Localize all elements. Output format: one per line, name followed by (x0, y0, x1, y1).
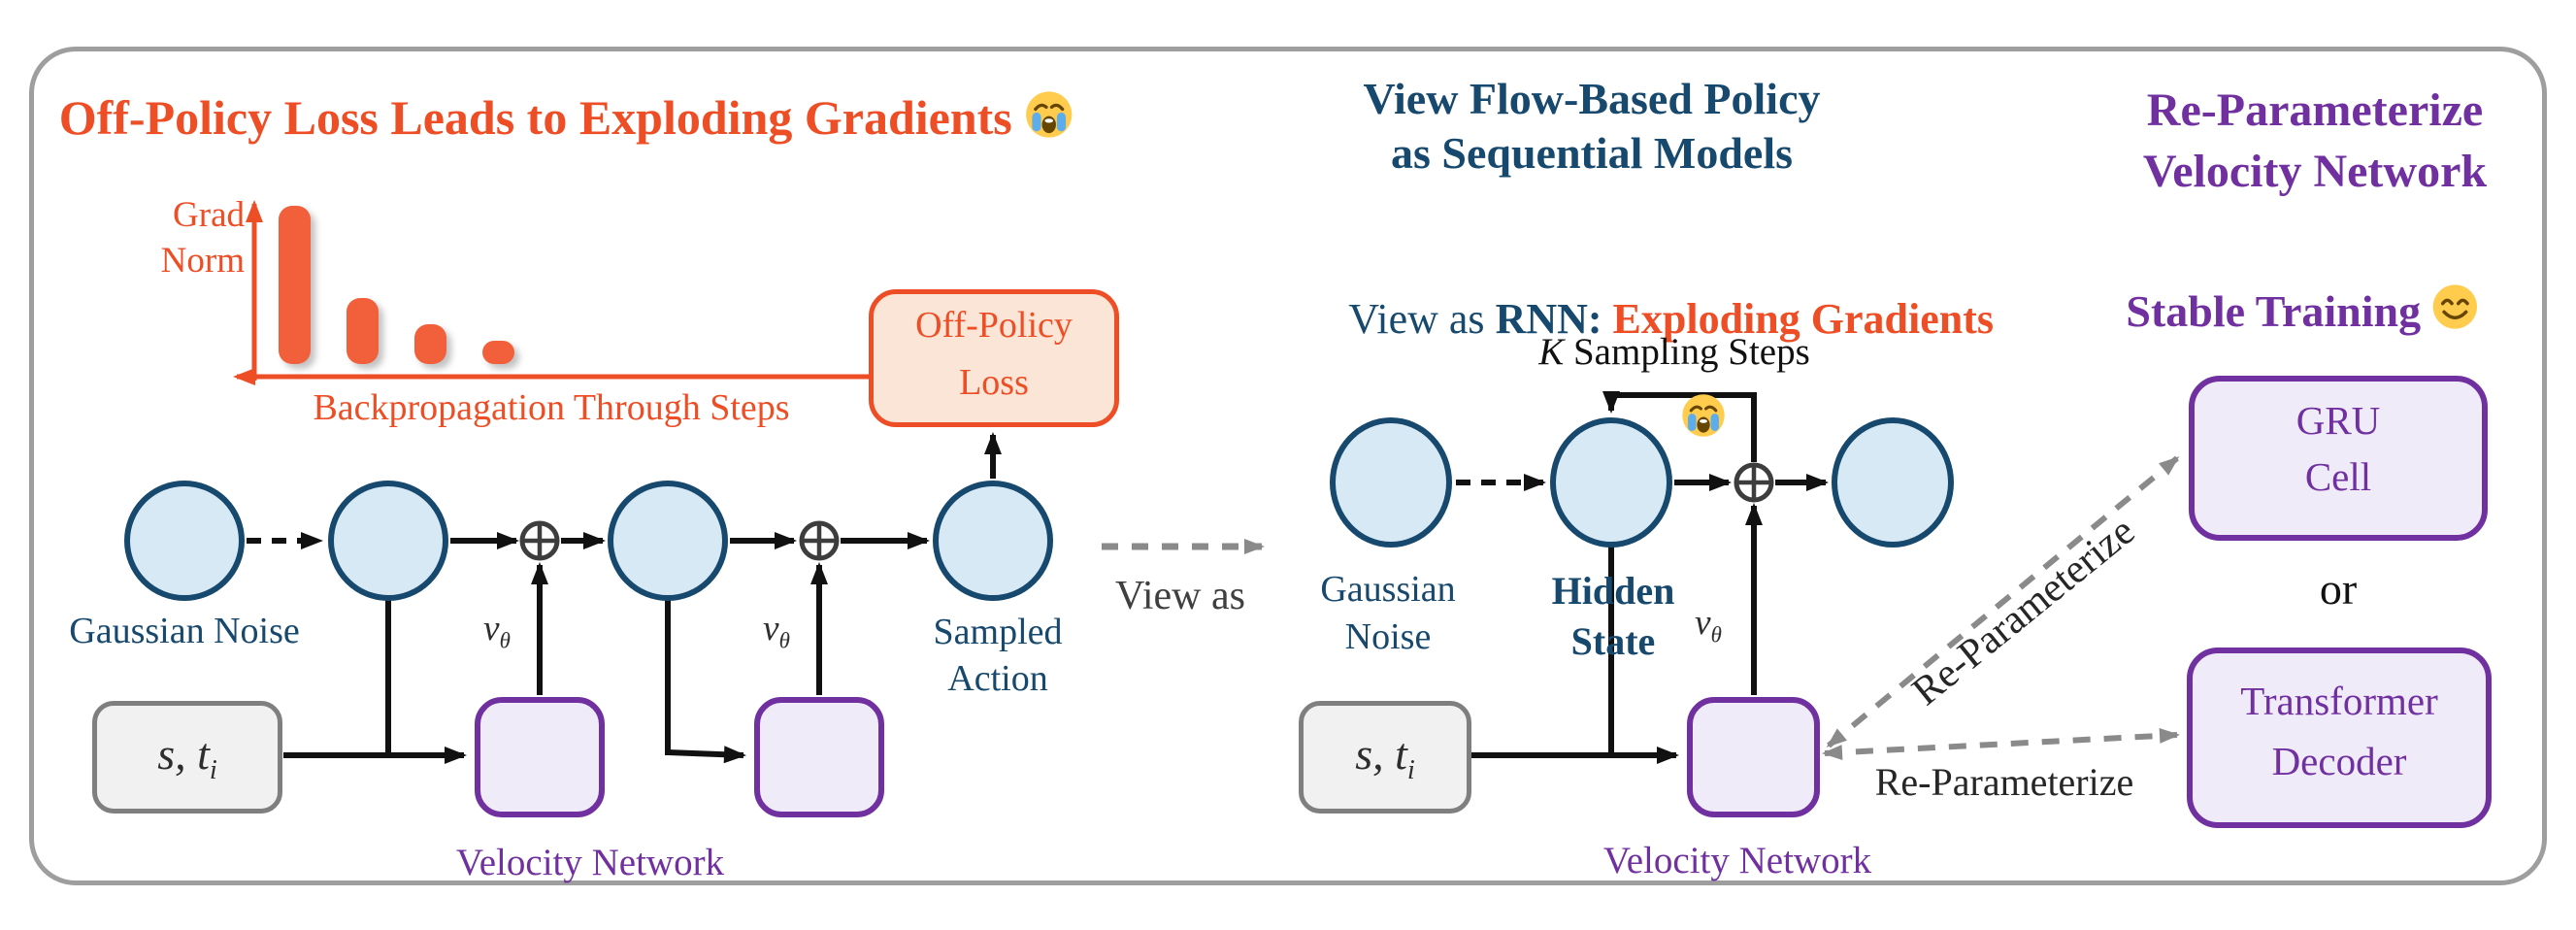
sum-operator-icon (799, 520, 840, 561)
state-input-main: s, t (157, 728, 210, 779)
crying-face-emoji (1024, 90, 1073, 150)
view-as-label: View as (1115, 574, 1245, 618)
v-theta-label: vθ (763, 608, 790, 653)
velocity-network-box-2 (754, 697, 884, 817)
sampled-action-node (933, 481, 1053, 601)
grad-norm-bar (482, 341, 514, 364)
hidden-state-node (1550, 417, 1672, 548)
sampled-action-label: Sampled Action (934, 610, 1063, 702)
sum-operator-icon (1734, 462, 1774, 503)
right-panel-title: Re-Parameterize Velocity Network (2143, 80, 2487, 203)
ylabel-line1: Grad (173, 195, 245, 235)
reparameterize-horizontal-label: Re-Parameterize (1874, 760, 2134, 804)
k-sampling-rest: Sampling Steps (1564, 331, 1810, 373)
v-theta-main: v (483, 609, 500, 648)
stable-training-text: Stable Training (2126, 285, 2422, 336)
state-time-input-label: s, ti (1355, 728, 1415, 786)
gaussian-noise-label: Gaussian Noise (69, 611, 300, 651)
sampled-action-line1: Sampled (933, 612, 1063, 652)
state-input-sub: i (1406, 755, 1415, 786)
sampled-action-line2: Action (947, 657, 1048, 699)
hidden-line1: Hidden (1551, 569, 1675, 613)
middle-title-line1: View Flow-Based Policy (1363, 74, 1821, 123)
k-sampling-steps-label: K Sampling Steps (1538, 330, 1810, 374)
subtitle-exploding-gradients: Exploding Gradients (1602, 295, 1994, 343)
chart-axes (233, 200, 872, 385)
state-input-sub: i (209, 755, 217, 786)
v-theta-sub: θ (778, 628, 790, 653)
state-time-input-box-middle: s, ti (1299, 701, 1471, 814)
v-theta-label: vθ (1695, 602, 1722, 648)
right-title-line2: Velocity Network (2142, 146, 2488, 198)
k-italic: K (1538, 331, 1565, 373)
off-policy-loss-box (869, 289, 1119, 427)
gaussian-noise-node (124, 481, 245, 601)
gru-line1: GRU (2295, 398, 2381, 443)
figure-border (29, 47, 2547, 885)
v-theta-main: v (763, 609, 779, 648)
stable-training-label: Stable Training (2126, 283, 2478, 341)
transformer-line1: Transformer (2240, 679, 2438, 723)
velocity-network-box-1 (475, 697, 605, 817)
grad-norm-bar (347, 298, 379, 364)
velocity-network-box-middle (1687, 697, 1820, 817)
middle-panel-title: View Flow-Based Policy as Sequential Mod… (1363, 72, 1820, 181)
or-label: or (2319, 564, 2358, 614)
gaussian-line2: Noise (1344, 616, 1432, 658)
chart-y-axis-label: Grad Norm (146, 192, 245, 284)
left-panel-title: Off-Policy Loss Leads to Exploding Gradi… (59, 89, 1073, 150)
smiling-face-emoji (2432, 283, 2479, 341)
state-input-main: s, t (1355, 728, 1407, 779)
off-policy-loss-line1: Off-Policy (915, 305, 1073, 346)
hidden-state-label: Hidden State (1552, 566, 1675, 667)
middle-title-line2: as Sequential Models (1390, 128, 1794, 179)
middle-flow-arrows (1456, 391, 1829, 764)
grad-norm-bar (414, 324, 446, 364)
flow-state-node-2 (608, 481, 728, 601)
state-time-input-box: s, ti (92, 701, 282, 814)
gaussian-line1: Gaussian (1320, 569, 1456, 610)
reparameterize-arrows (1822, 455, 2180, 761)
right-title-line1: Re-Parameterize (2146, 84, 2484, 136)
left-panel-title-text: Off-Policy Loss Leads to Exploding Gradi… (58, 90, 1012, 145)
v-theta-sub: θ (499, 628, 511, 653)
transformer-decoder-box (2187, 648, 2492, 828)
velocity-network-label: Velocity Network (455, 842, 725, 883)
transformer-line2: Decoder (2271, 738, 2407, 783)
subtitle-view-as: View as (1348, 295, 1496, 343)
subtitle-rnn: RNN: (1495, 295, 1602, 343)
gru-line2: Cell (2304, 454, 2372, 500)
gaussian-noise-label-middle: Gaussian Noise (1320, 566, 1455, 662)
grad-norm-bar (279, 206, 311, 364)
middle-panel-subtitle: View as RNN: Exploding Gradients (1306, 245, 1994, 548)
gaussian-noise-node-middle (1330, 417, 1452, 548)
off-policy-loss-label: Off-Policy Loss (915, 297, 1073, 412)
v-theta-label: vθ (483, 608, 511, 653)
gru-cell-box (2189, 376, 2488, 541)
hidden-line2: State (1570, 619, 1656, 663)
sum-operator-icon (519, 520, 560, 561)
ylabel-line2: Norm (160, 241, 245, 282)
v-theta-main: v (1695, 603, 1711, 643)
transformer-decoder-label: Transformer Decoder (2240, 672, 2437, 791)
state-time-input-label: s, ti (157, 728, 217, 786)
chart-x-axis-label: Backpropagation Through Steps (313, 387, 790, 428)
velocity-network-label-middle: Velocity Network (1602, 840, 1872, 881)
off-policy-loss-line2: Loss (959, 361, 1029, 403)
v-theta-sub: θ (1710, 622, 1722, 648)
flow-state-node-1 (328, 481, 448, 601)
gru-cell-label: GRU Cell (2296, 392, 2381, 505)
crying-face-emoji (1617, 344, 1726, 498)
left-flow-arrows (247, 432, 1002, 764)
